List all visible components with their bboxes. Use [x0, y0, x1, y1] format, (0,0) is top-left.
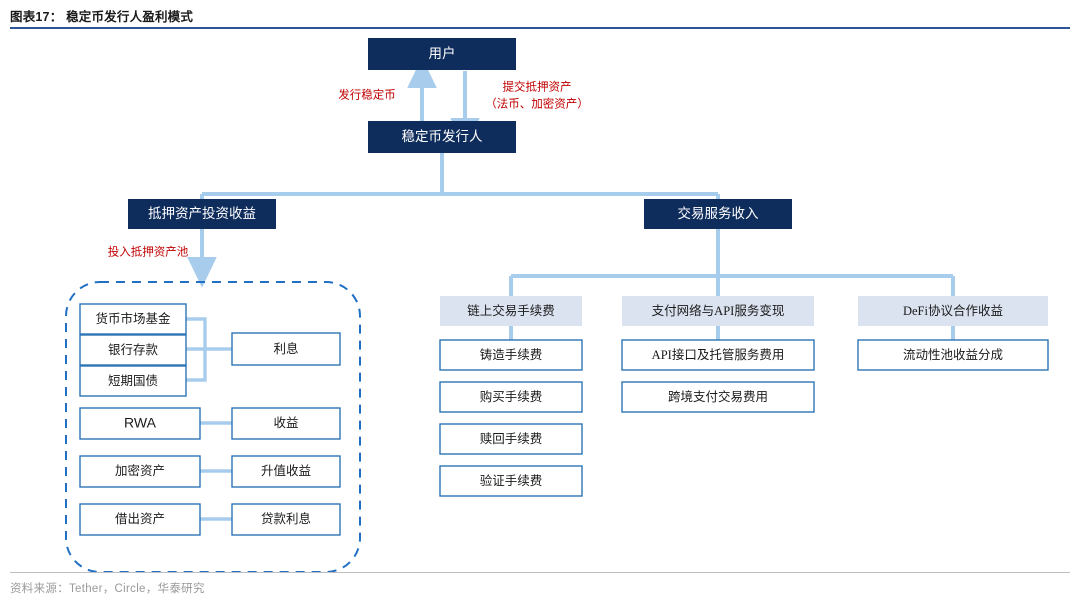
transaction-category-label: 支付网络与API服务变现 — [652, 303, 785, 318]
transaction-category-label: 链上交易手续费 — [467, 303, 555, 318]
pool-return-box[interactable]: 收益 — [231, 407, 341, 440]
annotation-into-pool: 投入抵押资产池 — [108, 245, 189, 259]
transaction-category-box[interactable]: DeFi协议合作收益 — [858, 296, 1048, 326]
source-note: 资料来源：Tether，Circle，华泰研究 — [10, 583, 205, 595]
pool-asset-label: 加密资产 — [115, 463, 165, 478]
transaction-item-label: 赎回手续费 — [480, 432, 543, 446]
pool-return-box[interactable]: 贷款利息 — [231, 503, 341, 536]
pool-asset-box[interactable]: RWA — [79, 407, 201, 440]
pool-return-label: 收益 — [273, 416, 298, 430]
footer-divider — [10, 572, 1070, 573]
transaction-item-box[interactable]: 验证手续费 — [439, 465, 583, 497]
transaction-category-label: DeFi协议合作收益 — [903, 303, 1003, 318]
connector-category-stems — [509, 326, 955, 340]
connector-assets-to-interest — [186, 317, 232, 382]
pool-return-label: 利息 — [273, 341, 298, 356]
pool-asset-box[interactable]: 加密资产 — [79, 455, 201, 488]
figure-header: 图表17： 稳定币发行人盈利模式 — [10, 6, 1070, 25]
transaction-item-label: 购买手续费 — [480, 389, 543, 404]
transaction-item-box[interactable]: API接口及托管服务费用 — [621, 339, 815, 371]
transaction-item-box[interactable]: 赎回手续费 — [439, 423, 583, 455]
connector-transaction-split — [509, 229, 955, 296]
node-transaction-service-income-label: 交易服务收入 — [678, 205, 759, 221]
node-collateral-investment-income-label: 抵押资产投资收益 — [148, 206, 256, 221]
transaction-item-label: 验证手续费 — [480, 473, 543, 488]
pool-return-box[interactable]: 利息 — [231, 332, 341, 366]
transaction-category-box[interactable]: 链上交易手续费 — [440, 296, 582, 326]
node-issuer[interactable]: 稳定币发行人 — [368, 121, 516, 153]
transaction-item-box[interactable]: 跨境支付交易费用 — [621, 381, 815, 413]
node-collateral-investment-income[interactable]: 抵押资产投资收益 — [128, 199, 276, 229]
node-user-label: 用户 — [429, 45, 456, 61]
pool-asset-label: 银行存款 — [108, 343, 159, 357]
pool-return-box[interactable]: 升值收益 — [231, 455, 341, 488]
transaction-item-box[interactable]: 购买手续费 — [439, 381, 583, 413]
transaction-category-box[interactable]: 支付网络与API服务变现 — [622, 296, 814, 326]
transaction-item-box[interactable]: 铸造手续费 — [439, 339, 583, 371]
header-divider — [10, 27, 1070, 29]
pool-asset-label: 短期国债 — [108, 374, 158, 388]
pool-return-label: 升值收益 — [261, 463, 311, 478]
pool-asset-box[interactable]: 借出资产 — [79, 503, 201, 536]
connector-issuer-split — [200, 153, 720, 228]
pool-asset-label: RWA — [124, 415, 157, 431]
pool-return-label: 贷款利息 — [261, 511, 311, 526]
page-title: 图表17： 稳定币发行人盈利模式 — [10, 10, 194, 24]
node-issuer-label: 稳定币发行人 — [402, 129, 483, 144]
pool-asset-label: 货币市场基金 — [95, 311, 171, 326]
annotation-submit-collateral-line1: 提交抵押资产 — [503, 80, 572, 94]
collateral-pool-container — [65, 281, 361, 572]
node-transaction-service-income[interactable]: 交易服务收入 — [644, 199, 792, 229]
transaction-item-label: 跨境支付交易费用 — [668, 389, 768, 404]
flowchart-diagram: 用户 稳定币发行人 发行稳定币 提交抵押资产 （法币、加密资产） 抵押资产投资收… — [65, 38, 1049, 572]
transaction-item-box[interactable]: 流动性池收益分成 — [857, 339, 1049, 371]
pool-asset-label: 借出资产 — [115, 512, 165, 526]
pool-asset-box[interactable]: 银行存款 — [79, 334, 187, 366]
annotation-submit-collateral-line2: （法币、加密资产） — [485, 97, 589, 111]
pool-asset-box[interactable]: 短期国债 — [79, 365, 187, 397]
transaction-item-label: 流动性池收益分成 — [903, 348, 1003, 362]
transaction-item-label: API接口及托管服务费用 — [652, 347, 785, 362]
transaction-item-label: 铸造手续费 — [480, 347, 543, 362]
annotation-issue-stablecoin: 发行稳定币 — [338, 88, 396, 102]
node-user[interactable]: 用户 — [368, 38, 516, 70]
pool-asset-box[interactable]: 货币市场基金 — [79, 303, 187, 335]
